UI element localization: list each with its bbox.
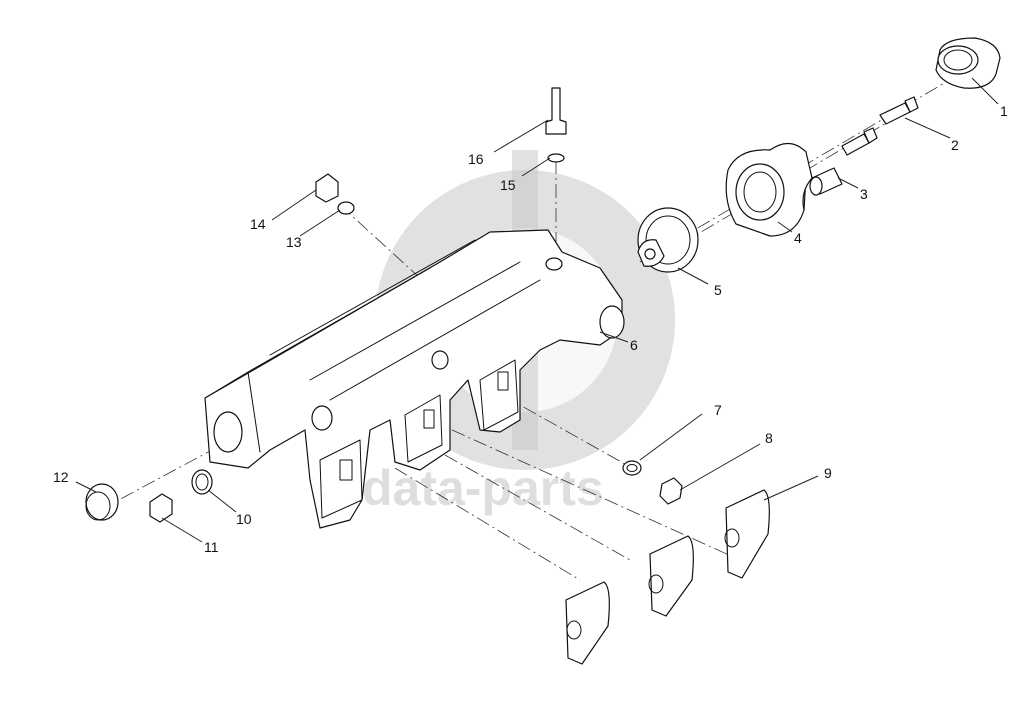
callout-11: 11 (204, 539, 219, 555)
callout-10: 10 (236, 511, 252, 527)
callout-8: 8 (765, 430, 773, 446)
part-16-bolt (545, 87, 567, 135)
part-6-manifold (204, 229, 625, 529)
part-5-thermostat (637, 207, 699, 273)
part-9-gaskets (565, 489, 770, 665)
callout-9: 9 (824, 465, 832, 481)
part-13-ring (337, 201, 355, 215)
callout-2: 2 (951, 137, 959, 153)
watermark-text: data-parts (362, 460, 604, 516)
callout-1: 1 (1000, 103, 1008, 119)
callout-12: 12 (53, 469, 69, 485)
callout-7: 7 (714, 402, 722, 418)
part-15-washer (547, 153, 565, 163)
part-1-sleeve (935, 37, 1001, 89)
axis-plug-top (339, 204, 421, 279)
callout-16: 16 (468, 151, 484, 167)
part-12-cap (85, 483, 119, 521)
callout-6: 6 (630, 337, 638, 353)
callout-4: 4 (794, 230, 802, 246)
callout-5: 5 (714, 282, 722, 298)
callout-15: 15 (500, 177, 516, 193)
axis-gasket-2 (444, 454, 631, 561)
part-10-ring (191, 469, 213, 495)
part-11-plug (149, 493, 173, 523)
leader-lines (75, 77, 999, 543)
part-8-plug (659, 477, 683, 505)
callout-3: 3 (860, 186, 868, 202)
part-14-plug (315, 173, 339, 203)
callout-13: 13 (286, 234, 302, 250)
callout-labels: 1 2 3 4 5 6 7 8 9 10 11 12 13 14 15 16 (53, 103, 1008, 555)
part-3-tube (809, 167, 843, 196)
part-2-bolts (841, 96, 919, 156)
part-7-washer (622, 460, 642, 476)
axis-gasket-3 (394, 467, 581, 581)
part-4-thermostat-housing (725, 142, 813, 237)
callout-14: 14 (250, 216, 266, 232)
